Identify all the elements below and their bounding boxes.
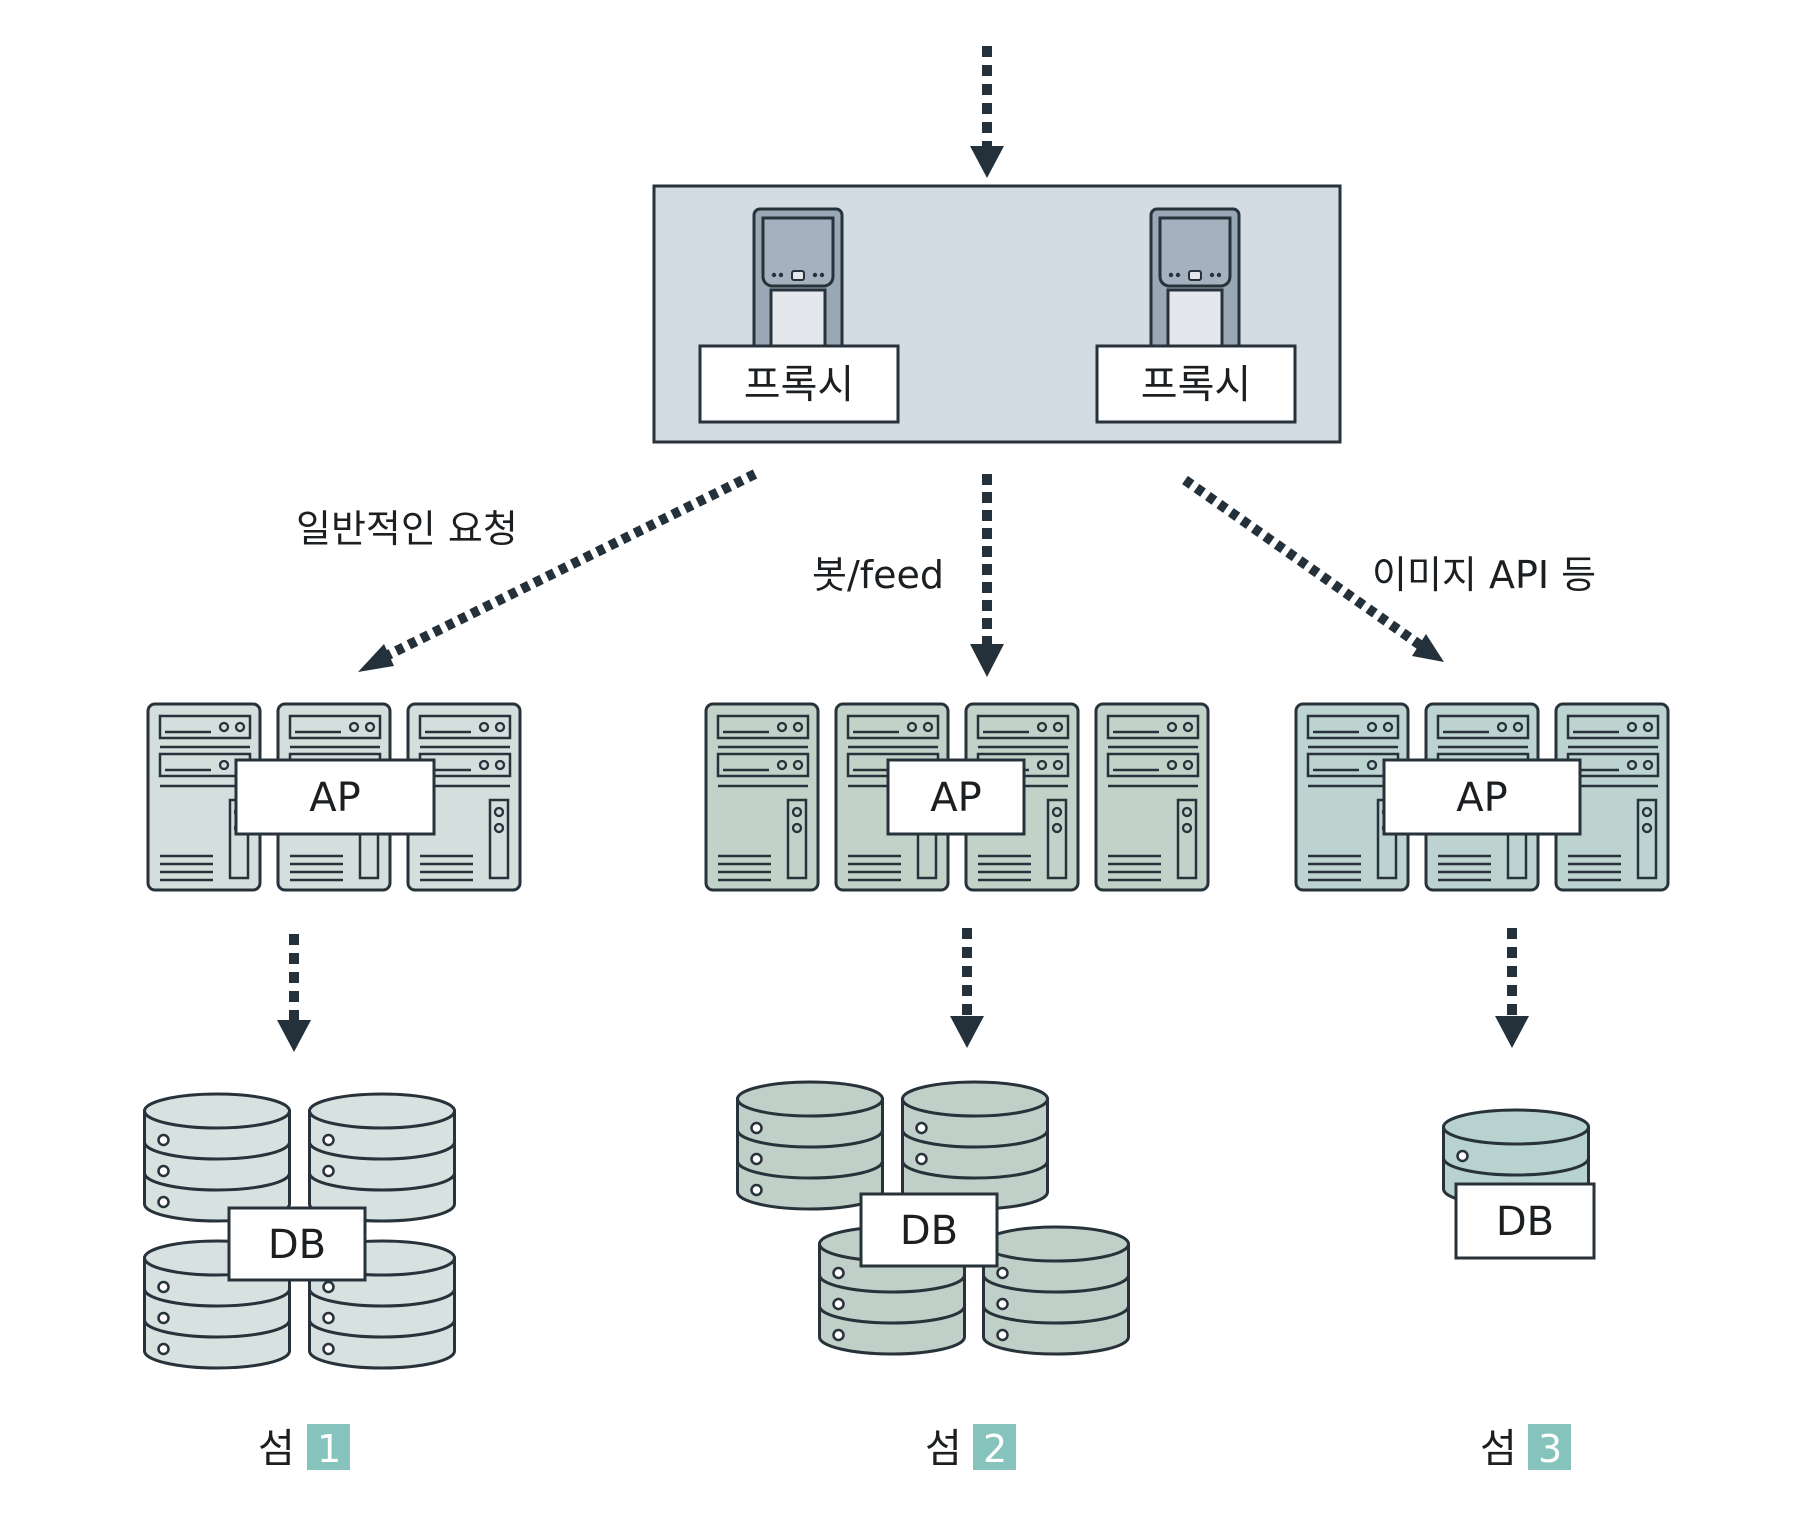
shard-1: AP DB <box>143 702 522 1370</box>
shard-badge-number: 2 <box>983 1427 1007 1471</box>
db-label-text: DB <box>900 1208 958 1254</box>
database-cylinder-icon <box>143 1092 291 1223</box>
route-label-bot-feed: 봇/feed <box>812 553 944 597</box>
server-tower-icon <box>406 702 522 892</box>
db-label: DB <box>227 1206 367 1282</box>
ap-label: AP <box>1382 758 1582 836</box>
ap-label-box <box>886 758 1026 836</box>
shard-label-text: 섬 <box>258 1426 295 1472</box>
proxy-label-box <box>1095 344 1297 424</box>
ap-label: AP <box>234 758 436 836</box>
shard-badge-bg <box>973 1424 1016 1470</box>
ap-server-group: AP <box>1294 702 1670 892</box>
ap-label-box <box>1382 758 1582 836</box>
proxy-1: 프록시 <box>1095 207 1297 424</box>
proxy-label-box <box>698 344 900 424</box>
shard-label-text: 섬 <box>1480 1426 1517 1472</box>
database-cylinder-icon <box>901 1080 1049 1211</box>
database-cylinder-icon <box>982 1225 1130 1356</box>
shard-label-3: 섬 3 <box>1480 1424 1571 1472</box>
database-cylinder-icon <box>736 1080 884 1211</box>
route-arrow-right <box>1182 475 1444 662</box>
proxy-0: 프록시 <box>698 207 900 424</box>
database-cylinder-icon <box>308 1092 456 1223</box>
db-label: DB <box>859 1192 999 1268</box>
proxy-server-icon <box>1149 207 1241 362</box>
ap-label: AP <box>886 758 1026 836</box>
shard-badge-bg <box>307 1424 350 1470</box>
database-group: DB <box>736 1080 1130 1356</box>
ap-label-text: AP <box>309 775 360 821</box>
down-arrow <box>277 934 311 1052</box>
route-label-image-api: 이미지 API 등 <box>1372 553 1596 597</box>
ap-server-group: AP <box>704 702 1210 892</box>
shard-label-1: 섬 1 <box>258 1424 350 1472</box>
route-label-general: 일반적인 요청 <box>296 507 518 551</box>
server-tower-icon <box>1294 702 1410 892</box>
database-group: DB <box>143 1092 456 1370</box>
ap-label-box <box>234 758 436 836</box>
route-arrow-left <box>358 469 758 672</box>
proxy-label: 프록시 <box>698 344 900 424</box>
server-tower-icon <box>1094 702 1210 892</box>
shard-badge-number: 1 <box>317 1427 341 1471</box>
db-label: DB <box>1454 1182 1596 1260</box>
proxy-server-icon <box>752 207 844 362</box>
database-group: DB <box>1442 1108 1596 1260</box>
shard-label-text: 섬 <box>925 1426 962 1472</box>
server-tower-icon <box>704 702 820 892</box>
db-label-text: DB <box>1496 1199 1554 1245</box>
shard-badge-number: 3 <box>1538 1427 1562 1471</box>
shard-label-2: 섬 2 <box>925 1424 1016 1472</box>
db-label-text: DB <box>268 1222 326 1268</box>
ap-label-text: AP <box>1456 775 1507 821</box>
ap-server-group: AP <box>146 702 522 892</box>
db-label-box <box>859 1192 999 1268</box>
ap-label-text: AP <box>930 775 981 821</box>
proxy-group: 프록시 프록시 <box>652 184 1342 444</box>
proxy-label-text: 프록시 <box>744 362 854 408</box>
shard-2: AP DB <box>704 702 1210 1356</box>
proxy-label: 프록시 <box>1095 344 1297 424</box>
down-arrow <box>1495 928 1529 1048</box>
db-label-box <box>1454 1182 1596 1260</box>
shard-badge-bg <box>1528 1424 1571 1470</box>
down-arrow <box>950 928 984 1048</box>
incoming-arrow <box>970 46 1004 178</box>
route-arrow-center <box>970 474 1004 677</box>
proxy-label-text: 프록시 <box>1141 362 1251 408</box>
shard-3: AP DB <box>1294 702 1670 1260</box>
db-label-box <box>227 1206 367 1282</box>
